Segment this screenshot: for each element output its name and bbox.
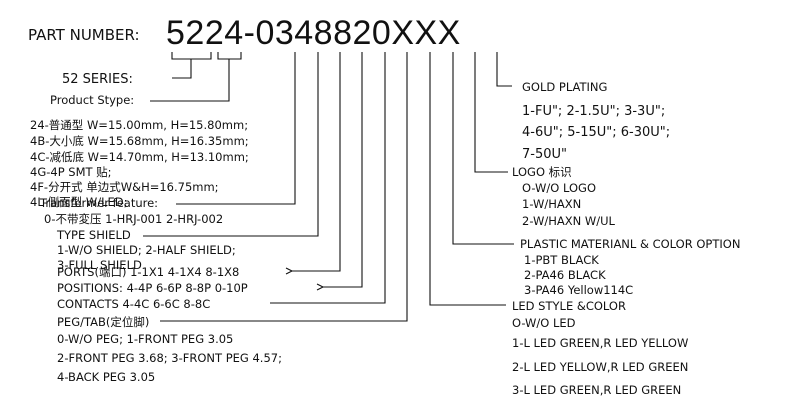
part-number-label: PART NUMBER:	[28, 26, 140, 44]
part-number-code: 5224-0348820XXX	[166, 14, 461, 52]
logo-option-1: 1-W/HAXN	[522, 197, 581, 211]
size-item-4f: 4F-分开式 单边式W&H=16.75mm;	[30, 180, 219, 194]
size-item-4l: 4L-侧面型 W/LED;	[30, 195, 127, 209]
peg-title: PEG/TAB(定位脚)	[57, 315, 149, 329]
logo-option-2: 2-W/HAXN W/UL	[522, 214, 616, 228]
led-option-0: O-W/O LED	[512, 316, 576, 330]
size-item-4g: 4G-4P SMT 贴;	[30, 165, 112, 179]
led-option-1: 1-L LED GREEN,R LED YELLOW	[512, 336, 688, 350]
positions-line: POSITIONS: 4-4P 6-6P 8-8P 0-10P	[57, 281, 248, 295]
product-size-list: 24-普通型 W=15.00mm, H=15.80mm; 4B-大小底 W=15…	[30, 118, 249, 209]
gold-plating-options-1: 1-FU"; 2-1.5U"; 3-3U";	[522, 104, 665, 119]
gold-plating-options-3: 7-50U"	[522, 147, 567, 162]
plastic-option-1: 1-PBT BLACK	[524, 253, 599, 267]
product-type-label: Product Stype:	[50, 93, 134, 107]
digit-brackets	[171, 52, 242, 60]
contacts-line: CONTACTS 4-4C 6-6C 8-8C	[57, 297, 210, 311]
led-title: LED STYLE &COLOR	[512, 299, 626, 313]
logo-option-0: O-W/O LOGO	[522, 181, 596, 195]
peg-options-1: 0-W/O PEG; 1-FRONT PEG 3.05	[57, 332, 233, 346]
leader-lines	[143, 52, 514, 322]
peg-options-3: 4-BACK PEG 3.05	[57, 370, 155, 384]
series-label: 52 SERIES:	[62, 72, 133, 87]
peg-options-2: 2-FRONT PEG 3.68; 3-FRONT PEG 4.57;	[57, 351, 282, 365]
type-shield-options-2: 3-FULL SHIELD	[57, 258, 142, 272]
size-item-24: 24-普通型 W=15.00mm, H=15.80mm;	[30, 118, 248, 132]
transformer-title: Transformer feature:	[39, 196, 158, 210]
gold-plating-title: GOLD PLATING	[522, 80, 607, 94]
logo-title: LOGO 标识	[512, 165, 572, 179]
type-shield-title: TYPE SHIELD	[56, 228, 131, 242]
led-option-2: 2-L LED YELLOW,R LED GREEN	[512, 360, 688, 374]
type-shield-options-1: 1-W/O SHIELD; 2-HALF SHIELD;	[57, 243, 236, 257]
gold-plating-options-2: 4-6U"; 5-15U"; 6-30U";	[522, 125, 670, 140]
size-item-4b: 4B-大小底 W=15.68mm, H=16.35mm;	[30, 134, 249, 148]
size-item-4c: 4C-减低底 W=14.70mm, H=13.10mm;	[30, 150, 249, 164]
ports-line: PORTS(端口) 1-1X1 4-1X4 8-1X8	[57, 265, 239, 279]
plastic-title: PLASTIC MATERIANL & COLOR OPTION	[520, 237, 740, 251]
transformer-options: 0-不带変压 1-HRJ-001 2-HRJ-002	[44, 212, 223, 226]
plastic-option-3: 3-PA46 Yellow114C	[524, 283, 633, 297]
led-option-3: 3-L LED GREEN,R LED GREEN	[512, 383, 681, 397]
plastic-option-2: 2-PA46 BLACK	[524, 268, 606, 282]
